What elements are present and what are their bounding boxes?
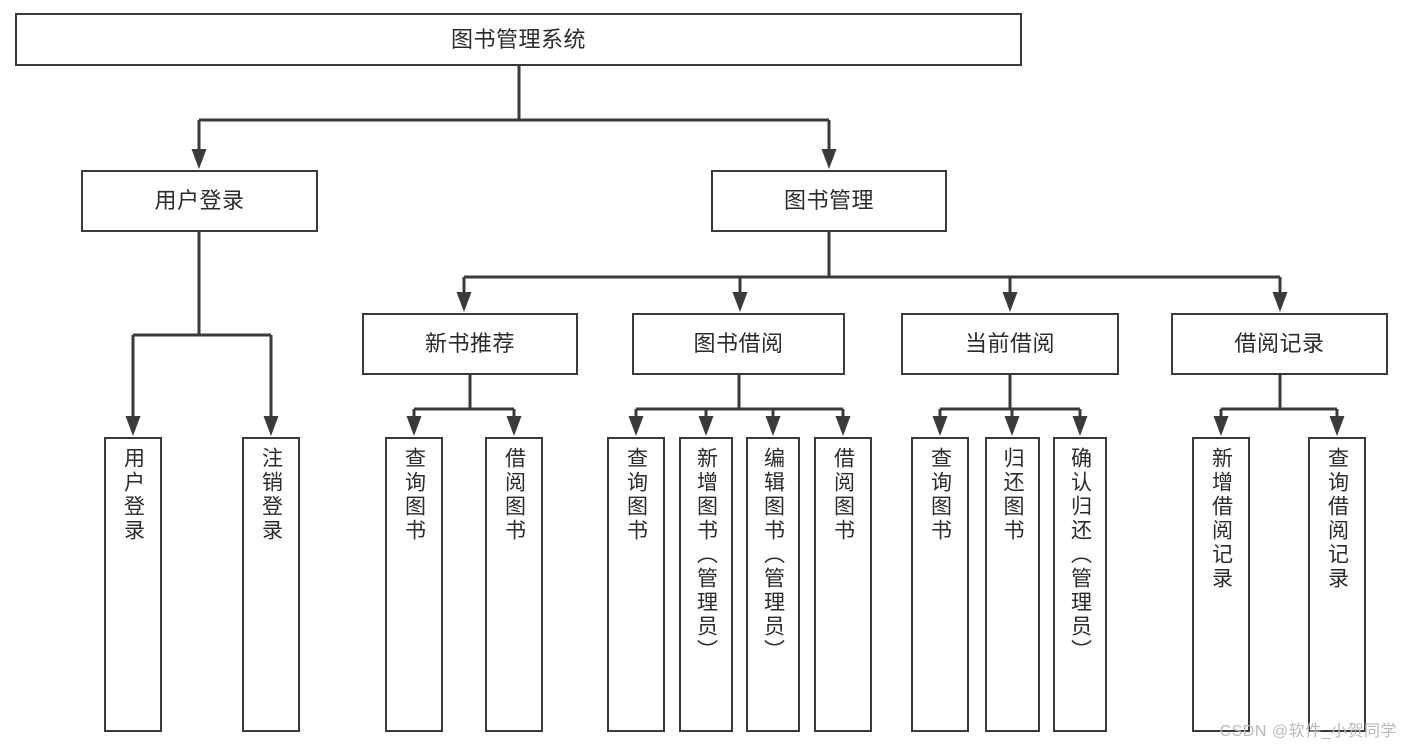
node-leaf-add-book[interactable]: 新增图书（管理员） [679, 437, 733, 732]
node-label: 新书推荐 [424, 331, 515, 357]
node-label: 归还图书 [1001, 447, 1024, 543]
node-label: 确认归还（管理员） [1068, 447, 1092, 663]
node-leaf-query-record[interactable]: 查询借阅记录 [1308, 437, 1366, 732]
node-current-borrow[interactable]: 当前借阅 [901, 313, 1119, 375]
node-root[interactable]: 图书管理系统 [15, 13, 1022, 66]
node-label: 借阅图书 [831, 447, 855, 543]
node-leaf-user-logout[interactable]: 注销登录 [242, 437, 300, 732]
conn-currentborrow-to-leaves [932, 375, 1088, 436]
node-new-book-rec[interactable]: 新书推荐 [362, 313, 578, 375]
conn-bookborrow-to-leaves [628, 375, 851, 436]
node-label: 查询图书 [402, 447, 426, 543]
node-label: 当前借阅 [964, 331, 1055, 357]
node-leaf-query-book-3[interactable]: 查询图书 [911, 437, 969, 732]
node-label: 图书管理 [783, 188, 874, 214]
node-label: 查询借阅记录 [1325, 447, 1349, 591]
node-leaf-query-book-1[interactable]: 查询图书 [385, 437, 443, 732]
conn-user-login-to-leaves [125, 232, 279, 436]
node-leaf-add-record[interactable]: 新增借阅记录 [1192, 437, 1250, 732]
node-leaf-borrow-book-2[interactable]: 借阅图书 [814, 437, 872, 732]
node-leaf-return-book[interactable]: 归还图书 [985, 437, 1040, 732]
node-label: 查询图书 [624, 447, 648, 543]
node-label: 用户登录 [121, 447, 145, 543]
conn-borrowrecord-to-leaves [1213, 375, 1345, 436]
conn-root-to-level2 [191, 66, 837, 169]
node-leaf-edit-book[interactable]: 编辑图书（管理员） [746, 437, 800, 732]
node-book-manage[interactable]: 图书管理 [711, 170, 947, 232]
node-label: 图书借阅 [693, 331, 784, 357]
node-label: 注销登录 [259, 447, 283, 543]
conn-book-manage-to-level3 [456, 232, 1288, 312]
node-leaf-user-login[interactable]: 用户登录 [104, 437, 162, 732]
node-borrow-record[interactable]: 借阅记录 [1171, 313, 1388, 375]
node-label: 借阅图书 [502, 447, 526, 543]
node-label: 新增图书（管理员） [694, 447, 718, 663]
node-label: 新增借阅记录 [1209, 447, 1233, 591]
node-label: 查询图书 [928, 447, 952, 543]
node-label: 借阅记录 [1234, 331, 1325, 357]
node-leaf-confirm-return[interactable]: 确认归还（管理员） [1053, 437, 1107, 732]
conn-newbook-to-leaves [406, 375, 522, 436]
node-user-login[interactable]: 用户登录 [81, 170, 318, 232]
node-book-borrow[interactable]: 图书借阅 [632, 313, 845, 375]
node-leaf-borrow-book-1[interactable]: 借阅图书 [485, 437, 543, 732]
node-label: 图书管理系统 [450, 26, 586, 52]
node-label: 编辑图书（管理员） [761, 447, 785, 663]
node-leaf-query-book-2[interactable]: 查询图书 [607, 437, 665, 732]
node-label: 用户登录 [154, 188, 245, 214]
